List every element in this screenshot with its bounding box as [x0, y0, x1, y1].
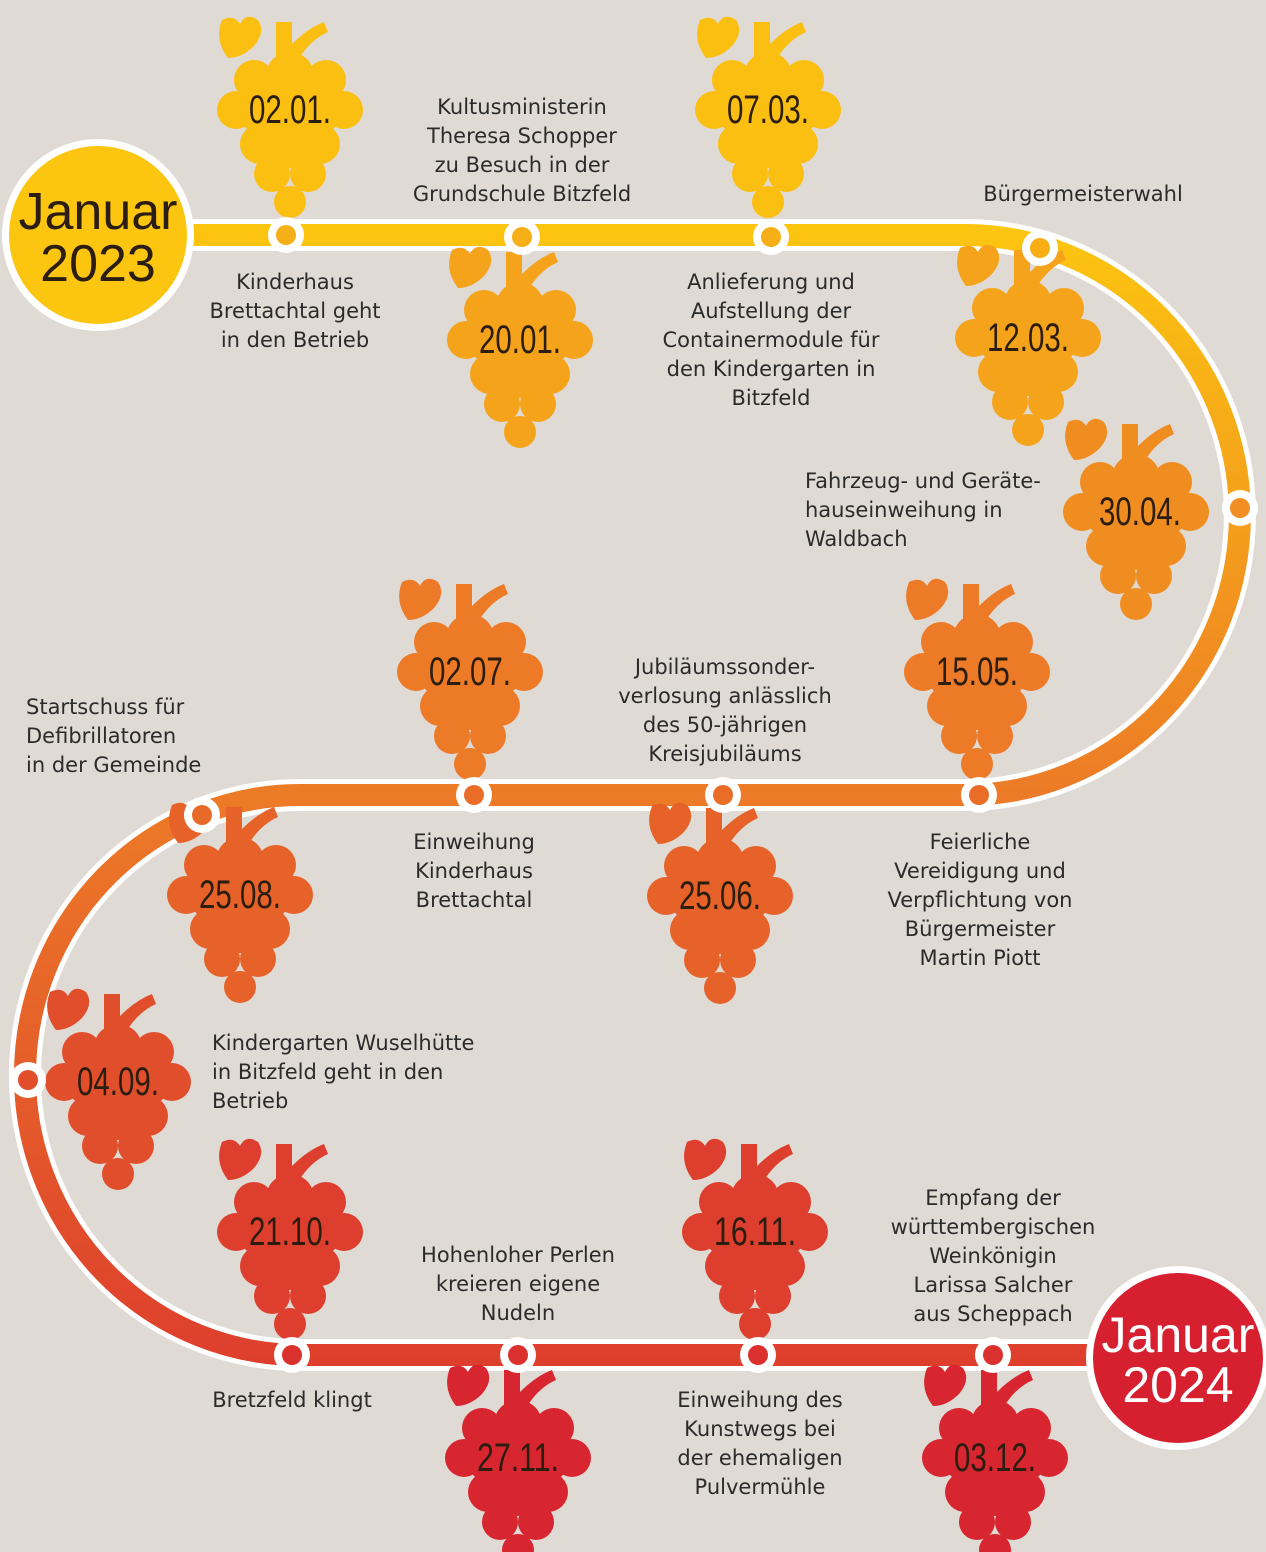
event-label: Anlieferung und Aufstellung der Containe… [662, 270, 880, 410]
event-label: Einweihung Kinderhaus Brettachtal [413, 830, 535, 912]
grape-bunch-icon: 02.01. [217, 16, 363, 218]
event-label: Empfang der württembergischen Weinkönigi… [890, 1186, 1096, 1326]
timeline-nodes [10, 217, 1258, 1373]
grape-bunch-icon: 16.11. [682, 1138, 828, 1340]
event-label: Fahrzeug- und Geräte- hauseinweihung in … [805, 469, 1041, 551]
grape-markers: 02.01. 20.01. 07.03. 12.03. 30.04. 15.05. 25.0… [45, 16, 1209, 1552]
event-label: Jubiläumssonder- verlosung anlässlich de… [618, 655, 832, 766]
grape-bunch-icon: 02.07. [397, 578, 543, 780]
event-date: 16.11. [714, 1210, 796, 1254]
event-date: 15.05. [936, 650, 1018, 694]
grape-bunch-icon: 27.11. [445, 1364, 591, 1552]
grape-bunch-icon: 04.09. [45, 988, 191, 1190]
grape-bunch-icon: 03.12. [922, 1364, 1068, 1552]
timeline-node [705, 777, 741, 813]
event-label: Feierliche Vereidigung und Verpflichtung… [887, 830, 1073, 970]
event-date: 27.11. [477, 1436, 559, 1480]
timeline-node [975, 1337, 1011, 1373]
timeline-node [184, 797, 220, 833]
event-date: 25.06. [679, 874, 761, 918]
event-label: Kindergarten Wuselhütte in Bitzfeld geht… [212, 1031, 475, 1113]
event-label: Einweihung des Kunstwegs bei der ehemali… [677, 1388, 843, 1499]
event-label: Bürgermeisterwahl [983, 182, 1183, 206]
event-date: 21.10. [249, 1210, 331, 1254]
timeline-node [10, 1062, 46, 1098]
grape-bunch-icon: 12.03. [955, 244, 1101, 446]
badge-year: 2023 [40, 235, 156, 293]
event-label: Bretzfeld klingt [212, 1388, 372, 1412]
event-label: Kultusministerin Theresa Schopper zu Bes… [412, 95, 632, 206]
badge-month: Januar [1102, 1307, 1255, 1363]
timeline-node [504, 219, 540, 255]
timeline-node [740, 1337, 776, 1373]
event-label: Hohenloher Perlen kreieren eigene Nudeln [421, 1243, 615, 1325]
timeline-node [961, 777, 997, 813]
event-date: 20.01. [479, 318, 561, 362]
event-date: 25.08. [199, 873, 281, 917]
grape-bunch-icon: 30.04. [1063, 418, 1209, 620]
badge-month: Januar [19, 183, 178, 241]
timeline-node [500, 1337, 536, 1373]
grape-bunch-icon: 15.05. [904, 578, 1050, 780]
timeline-node [1022, 230, 1058, 266]
timeline-node [1222, 490, 1258, 526]
event-date: 04.09. [77, 1060, 159, 1104]
grape-bunch-icon: 20.01. [447, 246, 593, 448]
event-date: 07.03. [727, 88, 809, 132]
grape-bunch-icon: 21.10. [217, 1138, 363, 1340]
timeline-node [268, 217, 304, 253]
timeline-node [274, 1337, 310, 1373]
timeline-path [9, 219, 1256, 1371]
timeline-node [456, 777, 492, 813]
badge-year: 2024 [1122, 1357, 1233, 1413]
event-date: 02.07. [429, 650, 511, 694]
event-label: Kinderhaus Brettachtal geht in den Betri… [209, 270, 381, 352]
event-date: 30.04. [1099, 490, 1181, 534]
timeline-node [753, 219, 789, 255]
event-date: 12.03. [987, 316, 1069, 360]
event-date: 03.12. [954, 1436, 1036, 1480]
event-label: Startschuss für Defibrillatoren in der G… [26, 695, 202, 777]
grape-bunch-icon: 07.03. [695, 16, 841, 218]
grape-bunch-icon: 25.06. [647, 802, 793, 1004]
grape-bunch-icon: 25.08. [167, 801, 313, 1003]
event-date: 02.01. [249, 88, 331, 132]
